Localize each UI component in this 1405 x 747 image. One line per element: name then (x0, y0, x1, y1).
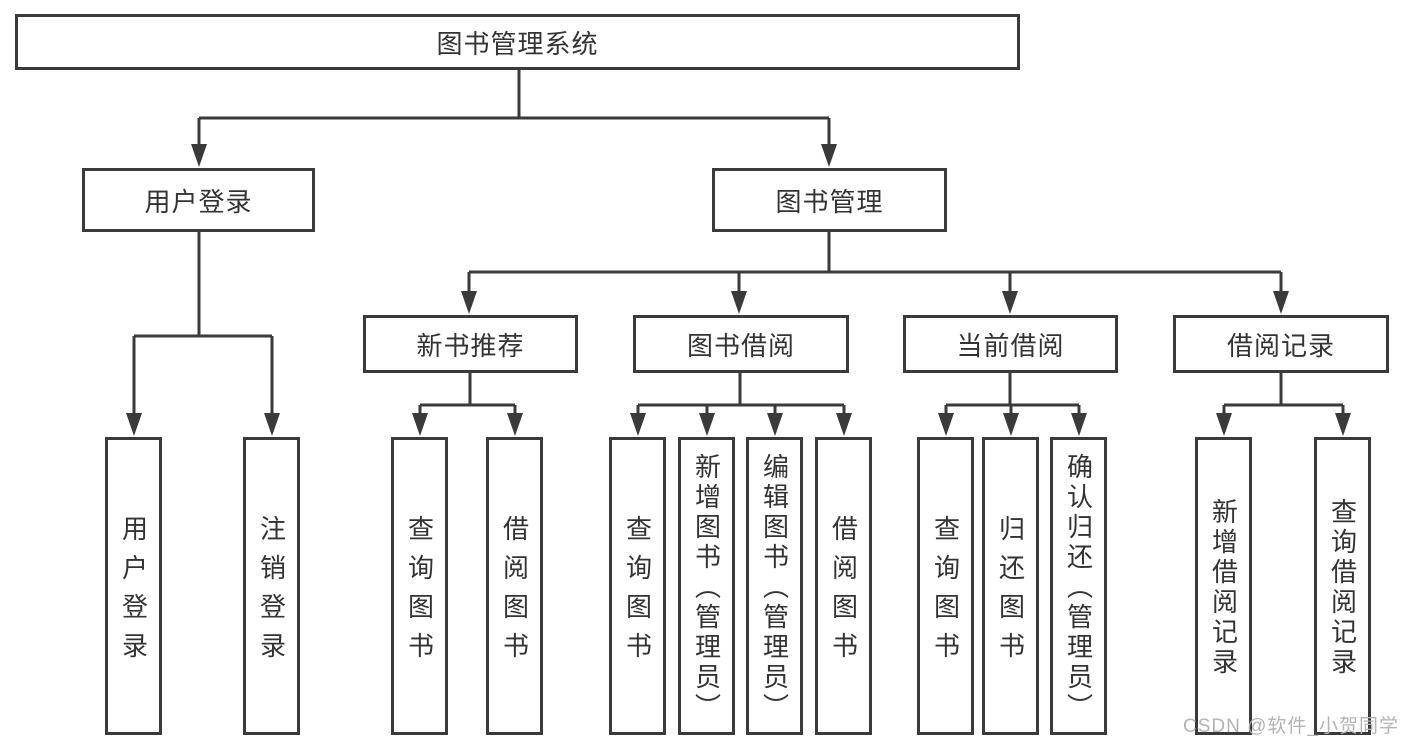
leaf-search-books-current: 查询图书 (917, 437, 974, 735)
leaf-user-login-label: 用户登录 (118, 514, 149, 671)
connector-borrow-to-leaves (636, 373, 846, 416)
node-new-book-recommend: 新书推荐 (363, 315, 578, 373)
leaf-edit-book-admin-label: 编辑图书（管理员） (759, 453, 790, 723)
csdn-watermark: CSDN @软件_小贺同学 (1183, 716, 1399, 737)
leaf-logout-label: 注销登录 (256, 514, 287, 671)
leaf-borrow-books-recommend: 借阅图书 (486, 437, 543, 735)
leaf-search-borrow-record-label: 查询借阅记录 (1327, 498, 1358, 678)
leaf-search-books-borrow-label: 查询图书 (622, 514, 653, 671)
leaf-logout: 注销登录 (243, 437, 300, 735)
node-book-borrow: 图书借阅 (633, 315, 849, 373)
leaf-search-books-current-label: 查询图书 (930, 514, 961, 671)
node-new-book-recommend-label: 新书推荐 (416, 330, 525, 361)
leaf-borrow-books-label: 借阅图书 (828, 514, 859, 671)
node-borrow-records: 借阅记录 (1173, 315, 1389, 373)
node-book-management-label: 图书管理 (775, 186, 884, 217)
leaf-edit-book-admin: 编辑图书（管理员） (746, 437, 803, 735)
leaf-borrow-books: 借阅图书 (815, 437, 872, 735)
connector-records-to-leaves (1222, 373, 1345, 416)
leaf-user-login: 用户登录 (105, 437, 162, 735)
leaf-add-borrow-record-label: 新增借阅记录 (1208, 498, 1239, 678)
node-book-management: 图书管理 (712, 168, 947, 232)
leaf-search-books-recommend: 查询图书 (391, 437, 448, 735)
node-current-borrow-label: 当前借阅 (956, 330, 1065, 361)
node-library-system: 图书管理系统 (15, 14, 1020, 70)
node-user-login-label: 用户登录 (144, 186, 253, 217)
node-borrow-records-label: 借阅记录 (1226, 330, 1335, 361)
node-user-login: 用户登录 (82, 168, 315, 232)
node-library-system-label: 图书管理系统 (436, 28, 599, 59)
connector-recommend-to-leaves (418, 373, 517, 416)
leaf-confirm-return-admin-label: 确认归还（管理员） (1063, 453, 1094, 723)
leaf-confirm-return-admin: 确认归还（管理员） (1050, 437, 1107, 735)
connector-root-to-level2 (197, 70, 831, 146)
leaf-add-book-admin: 新增图书（管理员） (678, 437, 735, 735)
leaf-search-books-recommend-label: 查询图书 (404, 514, 435, 671)
connector-bookmgmt-to-level3 (467, 232, 1283, 294)
leaf-return-book: 归还图书 (982, 437, 1039, 735)
leaf-search-books-borrow: 查询图书 (609, 437, 666, 735)
connector-userlogin-to-leaves (132, 232, 274, 416)
leaf-add-borrow-record: 新增借阅记录 (1195, 437, 1252, 735)
node-book-borrow-label: 图书借阅 (686, 330, 795, 361)
leaf-return-book-label: 归还图书 (995, 514, 1026, 671)
connector-current-to-leaves (944, 373, 1081, 416)
leaf-add-book-admin-label: 新增图书（管理员） (691, 453, 722, 723)
leaf-search-borrow-record: 查询借阅记录 (1314, 437, 1371, 735)
leaf-borrow-books-recommend-label: 借阅图书 (499, 514, 530, 671)
node-current-borrow: 当前借阅 (903, 315, 1118, 373)
